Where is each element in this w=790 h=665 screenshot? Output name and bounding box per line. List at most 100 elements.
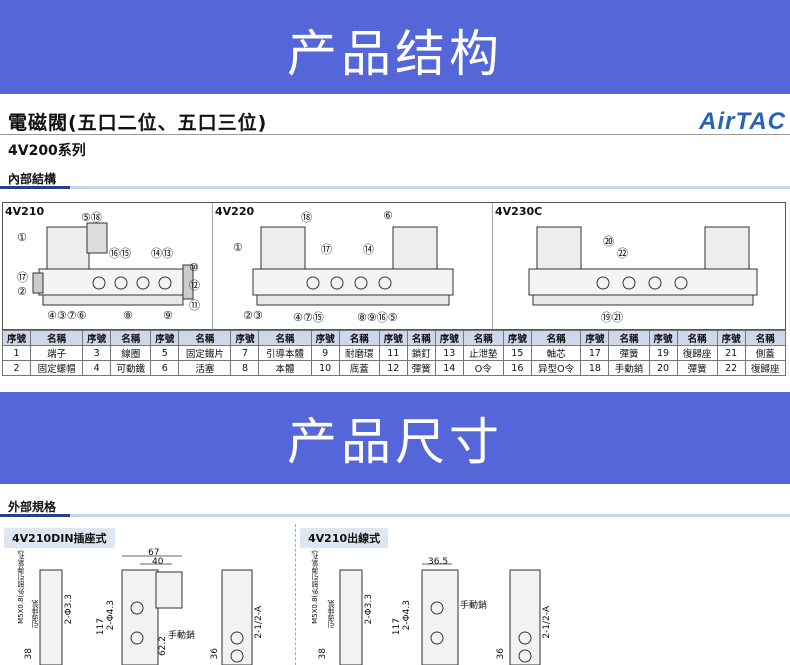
callout: ⑰	[321, 243, 332, 256]
dim-label: 38	[24, 648, 34, 660]
table-header-cell: 名稱	[744, 330, 787, 346]
callout: ④③⑦⑥	[47, 309, 87, 322]
table-cell: 22	[716, 360, 746, 376]
dim-label: M5X0.8(外部引導氣孔)	[311, 550, 319, 624]
dim-label: 2-Φ3.3	[64, 594, 74, 625]
table-header-cell: 序號	[434, 330, 464, 346]
table-cell: 10	[310, 360, 340, 376]
table-cell: 11	[378, 345, 408, 361]
dim-label: 手動銷	[460, 601, 488, 611]
table-header-cell: 序號	[648, 330, 678, 346]
table-cell: 19	[648, 345, 678, 361]
dim-title: 4V210出線式	[300, 528, 389, 548]
table-cell: 底蓋	[338, 360, 380, 376]
callout: ⑧	[123, 309, 133, 322]
table-cell: 可動鐵	[110, 360, 152, 376]
table-header-cell: 序號	[2, 330, 31, 346]
table-cell: 12	[378, 360, 408, 376]
callout: ④⑦⑮	[293, 311, 324, 324]
dim-title: 4V210DIN插座式	[4, 528, 115, 548]
valve-drawing	[32, 222, 194, 306]
table-header-cell: 序號	[716, 330, 746, 346]
table-cell: 固定螺帽	[29, 360, 84, 376]
callout: ⑥	[383, 209, 393, 222]
table-header-cell: 名稱	[406, 330, 436, 346]
product-title: 電磁閥(五口二位、五口三位)	[8, 112, 268, 134]
callout: ⑲㉑	[601, 311, 623, 324]
table-header-cell: 序號	[310, 330, 340, 346]
table-cell: 14	[434, 360, 464, 376]
table-cell: 彈簧	[676, 360, 718, 376]
callout: ⑯⑮	[109, 247, 131, 260]
table-header-cell: 名稱	[462, 330, 504, 346]
table-cell: 引導本體	[258, 345, 312, 361]
table-cell: 18	[580, 360, 610, 376]
section-underline	[0, 514, 790, 517]
dim-label: 67	[148, 548, 160, 558]
table-cell: 彈簧	[608, 345, 650, 361]
section-internal-title: 內部結構	[8, 172, 57, 186]
table-cell: 5	[150, 345, 180, 361]
panel-label: 4V230C	[495, 205, 543, 218]
dim-label: 117	[96, 618, 106, 636]
table-cell: 15	[502, 345, 532, 361]
table-cell: 8	[230, 360, 260, 376]
panel-4v220: 4V220 ⑱ ⑥ ① ⑰ ⑭ ②③ ④⑦⑮ ⑧⑨⑯⑤	[213, 203, 493, 329]
callout: ⑤⑱	[81, 211, 102, 224]
table-cell: 6	[150, 360, 180, 376]
dim-label: 36.5	[428, 557, 449, 567]
parts-table: 序號名稱序號名稱序號名稱序號名稱序號名稱序號名稱序號名稱序號名稱序號名稱序號名稱…	[2, 330, 787, 376]
divider	[0, 134, 790, 135]
panel-label: 4V220	[215, 205, 255, 218]
banner-title: 产品结构	[287, 25, 503, 83]
table-cell: 耐磨環	[338, 345, 380, 361]
structure-diagram: 4V210 ⑤⑱ ① ⑯⑮ ⑭⑬ ⑩ ⑰ ⑫ ② ⑪ ④③⑦⑥ ⑧ ⑨ 4V22…	[2, 202, 786, 330]
callout: ⑱	[301, 211, 312, 224]
table-cell: 1	[2, 345, 31, 361]
callout: ⑭⑬	[151, 247, 173, 260]
dim-label: 40	[152, 557, 164, 567]
table-cell: 軸芯	[530, 345, 582, 361]
table-header-cell: 序號	[502, 330, 532, 346]
dim-label: 36	[496, 648, 506, 660]
table-cell: 活塞	[178, 360, 232, 376]
banner-product-structure: 产品结构	[0, 0, 790, 94]
table-cell: O令	[462, 360, 504, 376]
table-cell: 手動銷	[608, 360, 650, 376]
panel-label: 4V210	[5, 205, 45, 218]
callout: ⑭	[363, 243, 374, 256]
panel-4v230c: 4V230C ⑳ ㉒ ⑲㉑	[493, 203, 785, 329]
table-header-cell: 名稱	[530, 330, 582, 346]
brand-logo: AirTAC	[699, 108, 786, 135]
table-cell: 异型O令	[530, 360, 582, 376]
valve-drawing	[528, 226, 758, 306]
table-cell: 線圈	[110, 345, 152, 361]
dim-label: 36	[210, 648, 220, 660]
table-header-cell: 名稱	[608, 330, 650, 346]
table-cell: 7	[230, 345, 260, 361]
callout: ⑳	[603, 235, 614, 248]
table-header-cell: 名稱	[110, 330, 152, 346]
callout: ⑨	[163, 309, 173, 322]
table-header-cell: 名稱	[178, 330, 232, 346]
callout: ①	[17, 231, 27, 244]
table-cell: 側蓋	[744, 345, 787, 361]
banner-product-dimensions: 产品尺寸	[0, 392, 790, 484]
dim-label: M5X0.8(外部引導氣孔)	[17, 550, 25, 624]
dim-label: 2-1/2-A	[254, 606, 264, 639]
banner-title: 产品尺寸	[287, 413, 503, 471]
table-cell: 21	[716, 345, 746, 361]
table-cell: 端子	[29, 345, 84, 361]
dimension-drawings	[39, 555, 541, 665]
callout: ㉒	[617, 247, 628, 260]
section-underline	[0, 186, 790, 189]
callout: ②	[17, 285, 27, 298]
dim-label: 2-Φ4.3	[402, 600, 412, 631]
table-cell: 彈簧	[406, 360, 436, 376]
callout: ⑩	[189, 261, 199, 274]
valve-drawing	[252, 226, 454, 306]
callout: ①	[233, 241, 243, 254]
divider	[295, 524, 296, 665]
